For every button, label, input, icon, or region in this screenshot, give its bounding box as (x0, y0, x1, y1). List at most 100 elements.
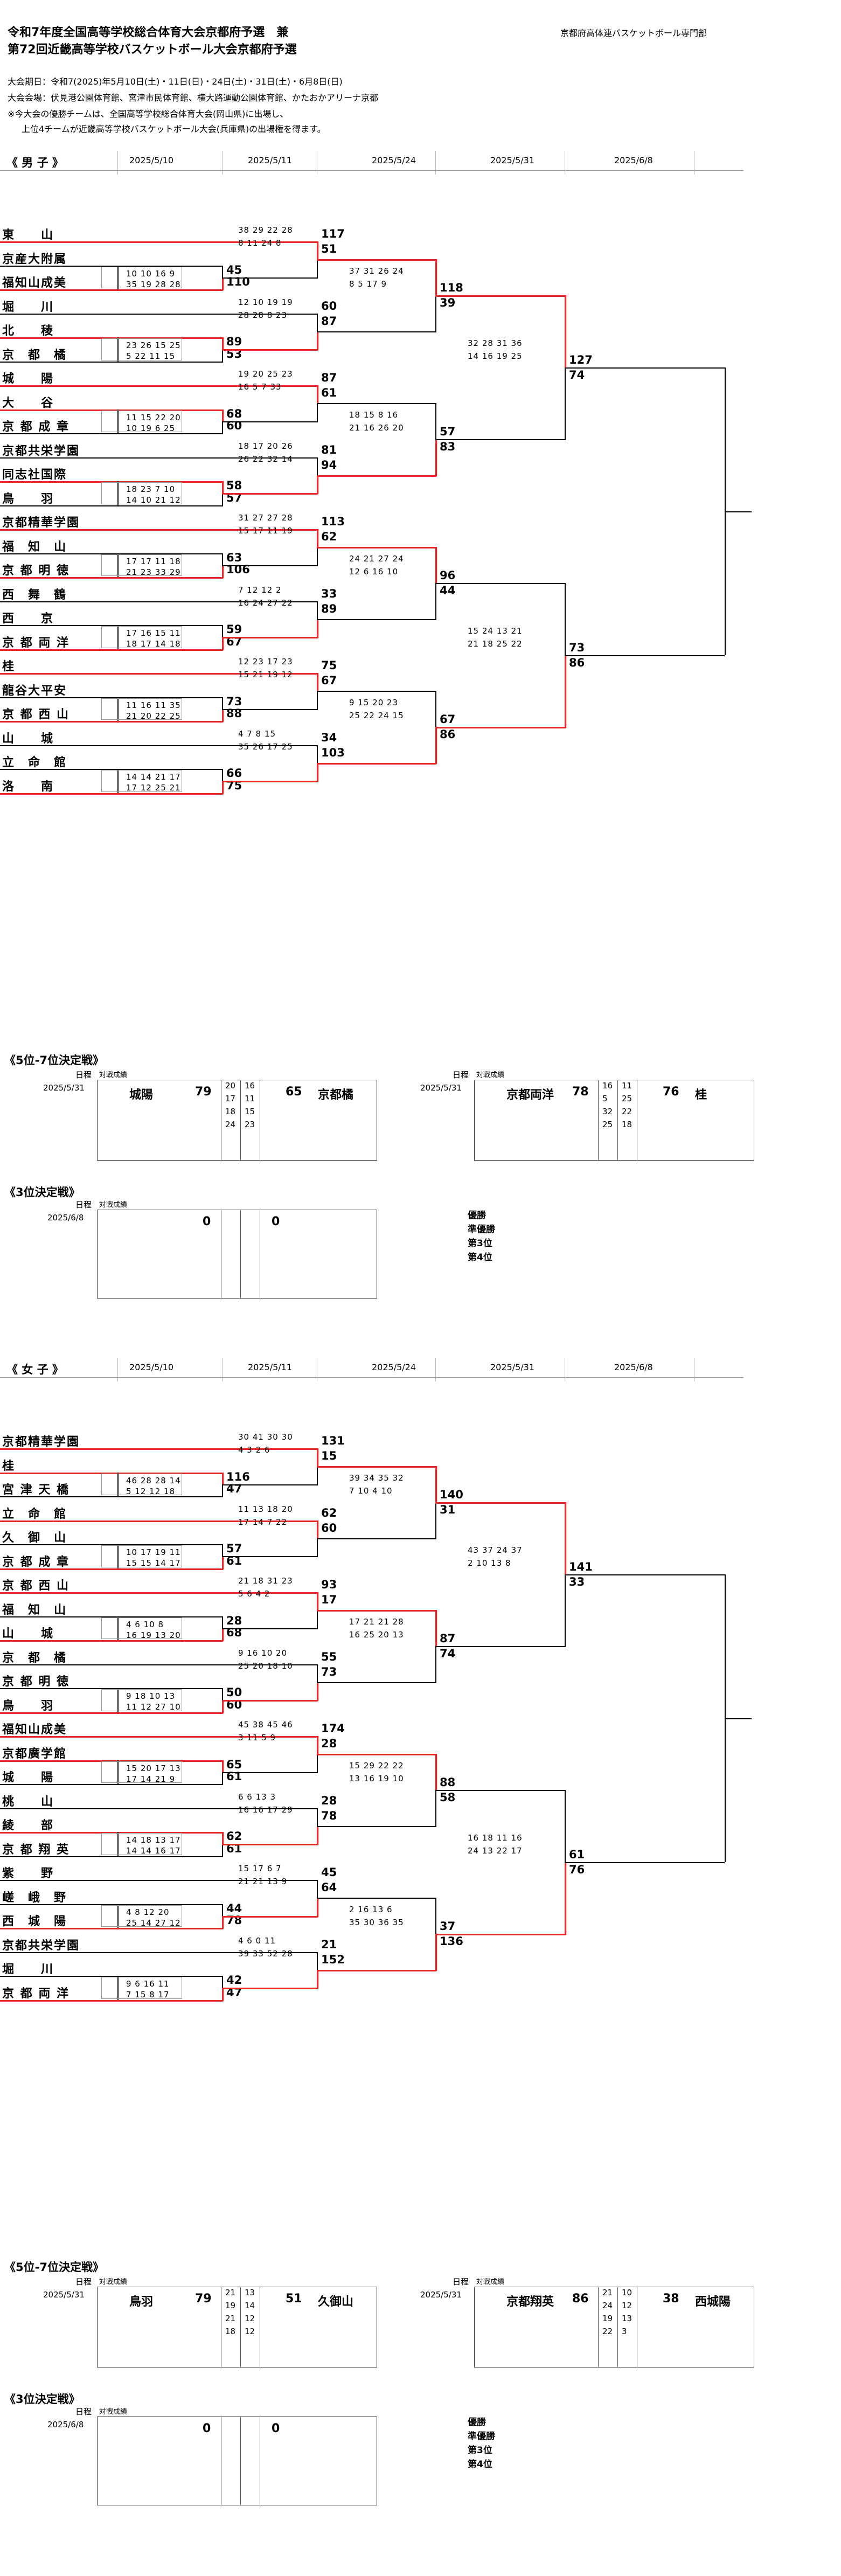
women-team: 福 知 山 (2, 1603, 67, 1617)
women-r2-s2: 15 (321, 1449, 337, 1462)
men-p5-q1: 17 (225, 1094, 236, 1103)
men-team: 福 知 山 (2, 540, 67, 554)
women-r1-box (101, 1977, 182, 1999)
men-r2-up (317, 241, 318, 260)
men-r2-s1: 34 (321, 731, 337, 744)
men-r3-s1: 118 (440, 281, 463, 295)
men-r2-s1: 113 (321, 515, 345, 528)
women-r2-down (317, 1682, 318, 1702)
women-r1-up (222, 1760, 224, 1773)
men-p5-label: 《5位-7位決定戦》 (4, 1054, 104, 1067)
women-r3-s1: 140 (440, 1488, 463, 1502)
men-r1-q1: 17 17 11 18 (126, 556, 181, 566)
men-r1-q1: 11 15 22 20 (126, 412, 181, 422)
men-r4-s2: 86 (569, 656, 585, 669)
women-p5-q2: 12 (245, 2327, 255, 2336)
men-r3-up (435, 547, 437, 584)
men-date-1: 2025/5/11 (248, 155, 293, 165)
women-r3-q1: 15 29 22 22 (349, 1761, 404, 1771)
women-r1-line (0, 1544, 223, 1545)
men-r1-q2: 21 23 33 29 (126, 567, 181, 577)
women-r1-q2: 7 15 8 17 (126, 1990, 170, 1999)
men-r1-down (222, 709, 224, 722)
women-team: 京 都 明 徳 (2, 1675, 69, 1689)
men-r1-q1: 14 14 21 17 (126, 772, 181, 782)
men-r1-line (0, 553, 223, 554)
men-r3-q1: 9 15 20 23 (349, 698, 399, 708)
men-p3-col (240, 1210, 260, 1299)
women-r3-q2: 16 25 20 13 (349, 1630, 404, 1640)
women-r2-down (317, 1754, 318, 1773)
men-r2-up (317, 385, 318, 404)
men-r2-q1: 4 7 8 15 (238, 728, 276, 739)
women-r1-s1: 65 (226, 1758, 242, 1771)
men-hdr: 日程 (75, 1070, 92, 1080)
women-r2-down (317, 1466, 318, 1485)
women-r3-up (435, 1754, 437, 1791)
men-r2-q1: 12 10 19 19 (238, 297, 293, 307)
men-hdr: 日程 (75, 1200, 92, 1210)
title-line-2: 第72回近畿高等学校バスケットボール大会京都府予選 (8, 43, 297, 57)
women-r2-q2: 5 6 4 2 (238, 1589, 270, 1599)
men-r1-line (0, 481, 223, 483)
women-r1-line (0, 1472, 223, 1474)
men-r2-q2: 35 26 17 25 (238, 741, 293, 752)
men-team: 北 稜 (2, 324, 54, 338)
women-r2-s2: 73 (321, 1665, 337, 1678)
men-r3-q2: 12 6 16 10 (349, 567, 399, 577)
men-final-line (565, 655, 725, 656)
men-r2-q1: 38 29 22 28 (238, 225, 293, 235)
women-r2-line (222, 1700, 318, 1702)
women-date-3: 2025/5/31 (490, 1362, 535, 1372)
men-r1-line (0, 505, 223, 506)
women-team: 西 城 陽 (2, 1915, 67, 1928)
women-r4-line (435, 1934, 566, 1936)
men-r1-box (101, 770, 182, 792)
women-r3-q2: 7 10 4 10 (349, 1486, 393, 1496)
women-team: 嵯 峨 野 (2, 1891, 67, 1905)
men-r2-line (0, 385, 318, 387)
women-r3-q1: 39 34 35 32 (349, 1473, 404, 1483)
men-r4-q2: 21 18 25 22 (468, 638, 523, 649)
women-r1-s1: 62 (226, 1830, 242, 1843)
men-r3-up (435, 259, 437, 296)
women-team: 京 都 西 山 (2, 1579, 69, 1593)
women-r3-s1: 88 (440, 1776, 456, 1789)
men-r4-q2: 14 16 19 25 (468, 351, 523, 361)
men-r1-q1: 18 23 7 10 (126, 484, 176, 494)
men-p5-t1: 城陽 (129, 1088, 154, 1102)
women-r3-q2: 35 30 36 35 (349, 1918, 404, 1928)
men-r2-q2: 16 5 7 33 (238, 382, 282, 392)
women-r2-line (0, 1520, 318, 1522)
women-header-rule (0, 1377, 743, 1378)
women-r1-q1: 15 20 17 13 (126, 1763, 181, 1773)
women-r1-join (117, 1544, 119, 1568)
men-r1-down (222, 565, 224, 578)
men-team: 京都共栄学園 (2, 444, 80, 458)
women-r2-s1: 45 (321, 1866, 337, 1879)
women-p5-q2: 13 (622, 2314, 633, 2323)
women-r1-q2: 15 15 14 17 (126, 1558, 181, 1568)
men-hdr2: 対戦成績 (99, 1201, 128, 1209)
men-r2-line (222, 349, 318, 351)
women-p5-q2: 3 (622, 2327, 627, 2336)
men-r1-up (222, 625, 223, 638)
men-r2-up (317, 673, 318, 692)
women-r2-down (317, 1969, 318, 1989)
men-r1-line (0, 649, 223, 651)
men-team: 京 都 両 洋 (2, 636, 69, 650)
women-p3-label: 《3位決定戦》 (4, 2393, 80, 2406)
men-r1-q1: 23 26 15 25 (126, 341, 181, 350)
women-team: 京都廣学館 (2, 1747, 67, 1761)
women-p5-box (97, 2287, 377, 2367)
women-r2-q2: 17 14 7 22 (238, 1517, 288, 1527)
men-r1-up (222, 481, 224, 494)
men-r2-line (0, 601, 318, 602)
men-p5-q2: 11 (245, 1094, 255, 1103)
men-r3-line (317, 331, 436, 332)
men-r2-up (317, 457, 318, 476)
men-p5-q2: 15 (245, 1107, 255, 1116)
women-r2-s1: 62 (321, 1506, 337, 1519)
men-r1-box (101, 338, 182, 360)
women-r4-up (565, 1502, 566, 1575)
